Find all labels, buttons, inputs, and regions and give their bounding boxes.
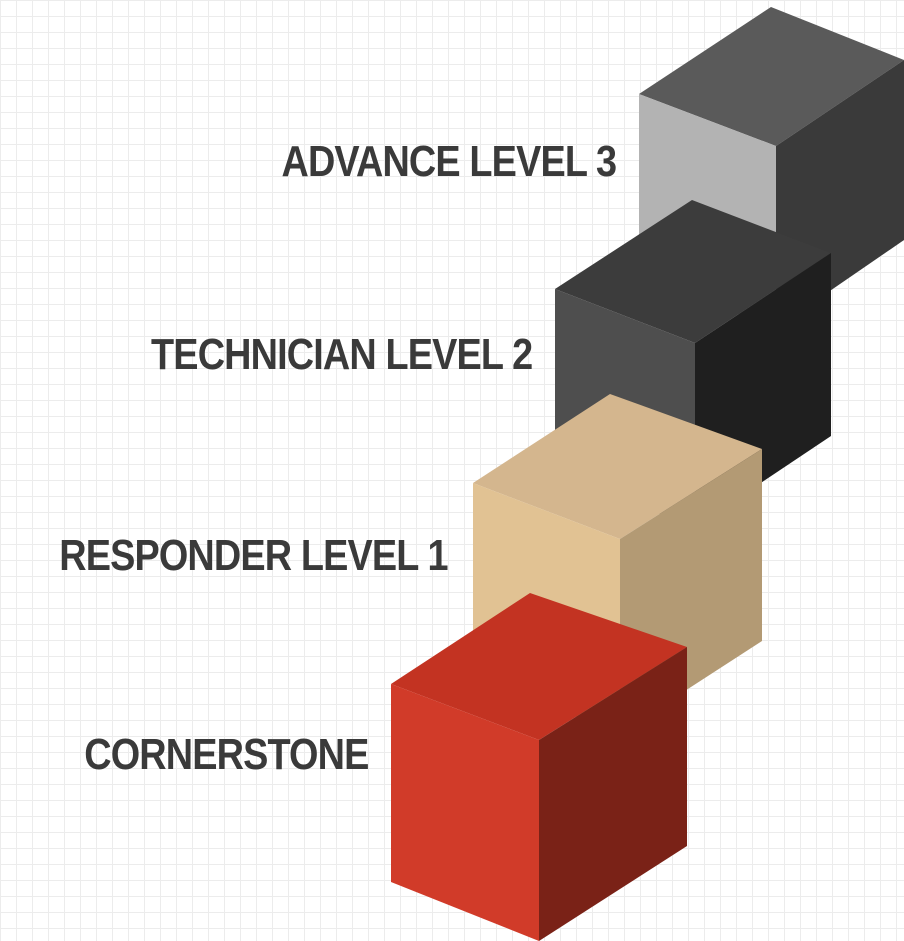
cube-responder-top-face xyxy=(473,394,762,539)
cube-advance-top-face xyxy=(639,7,904,146)
level-label-advance-level-3: ADVANCE LEVEL 3 xyxy=(281,137,617,186)
cube-cornerstone-left-face xyxy=(391,684,539,941)
level-label-responder-level-1: RESPONDER LEVEL 1 xyxy=(59,531,449,580)
cube-cornerstone-top-face xyxy=(391,593,687,740)
level-label-cornerstone: CORNERSTONE xyxy=(83,730,369,779)
cube-cornerstone-right-face xyxy=(539,647,687,941)
level-label-technician-level-2: TECHNICIAN LEVEL 2 xyxy=(150,330,533,379)
cube-cornerstone xyxy=(391,593,687,941)
cube-technician-top-face xyxy=(555,200,831,343)
